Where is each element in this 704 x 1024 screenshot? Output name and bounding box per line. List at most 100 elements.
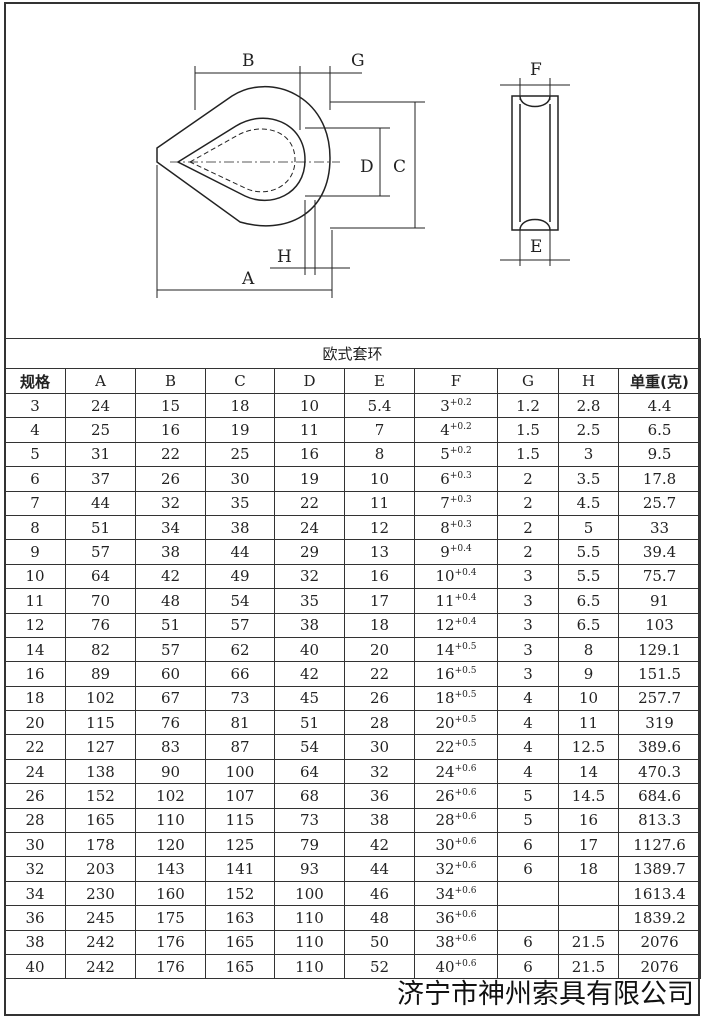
table-cell: 38 [344, 807, 415, 834]
company-name: 济宁市神州索具有限公司 [397, 979, 694, 1010]
table-cell: 102 [65, 685, 136, 712]
column-header: 单重(克) [617, 368, 702, 394]
f-tolerance: +0.2 [449, 397, 472, 408]
table-cell: 11 [344, 490, 415, 516]
f-tolerance: +0.6 [454, 836, 477, 847]
table-cell: 9 [558, 661, 619, 687]
cell-f: 4+0.2 [414, 417, 498, 443]
table-cell: 12 [344, 514, 415, 541]
table-cell: 245 [65, 905, 136, 931]
column-header: C [205, 368, 275, 394]
table-cell: 32 [344, 758, 415, 785]
f-tolerance: +0.5 [454, 739, 477, 750]
dim-label-g: G [351, 51, 365, 71]
table-cell: 76 [135, 710, 206, 736]
table-cell: 12.5 [558, 734, 619, 760]
page-border [4, 2, 700, 1016]
table-cell: 176 [135, 953, 206, 980]
table-cell: 1.5 [497, 441, 559, 468]
table-cell [558, 905, 619, 931]
dim-label-d: D [360, 157, 374, 177]
table-cell: 6 [4, 466, 66, 492]
f-base: 7 [440, 494, 450, 513]
table-cell: 26 [344, 685, 415, 712]
table-cell: 4 [497, 710, 559, 736]
table-cell: 9 [4, 539, 66, 565]
table-cell: 151.5 [617, 661, 702, 687]
cell-f: 26+0.6 [414, 783, 498, 809]
f-base: 8 [440, 518, 450, 537]
f-tolerance: +0.6 [454, 787, 477, 798]
f-tolerance: +0.6 [454, 861, 477, 872]
f-tolerance: +0.4 [454, 617, 477, 628]
f-base: 32 [435, 860, 455, 879]
table-cell: 62 [205, 636, 275, 663]
thimble-inner-outline [176, 117, 306, 202]
table-cell: 684.6 [617, 783, 702, 809]
table-cell: 40 [4, 953, 66, 980]
f-base: 5 [440, 445, 450, 464]
table-cell: 79 [274, 832, 345, 858]
table-cell: 8 [4, 514, 66, 541]
table-cell: 26 [135, 466, 206, 492]
f-tolerance: +0.4 [454, 592, 477, 603]
f-base: 30 [435, 835, 455, 854]
cell-f: 32+0.6 [414, 856, 498, 882]
table-cell: 3 [497, 636, 559, 663]
f-tolerance: +0.3 [449, 470, 472, 481]
table-cell: 6.5 [558, 588, 619, 614]
f-tolerance: +0.3 [449, 519, 472, 530]
table-cell: 14.5 [558, 783, 619, 809]
cell-f: 12+0.4 [414, 612, 498, 638]
cell-f: 28+0.6 [414, 807, 498, 834]
table-cell: 4.4 [617, 392, 702, 419]
table-cell: 3 [497, 661, 559, 687]
table-cell: 110 [274, 953, 345, 980]
table-cell: 57 [205, 612, 275, 638]
table-cell: 83 [135, 734, 206, 760]
f-tolerance: +0.6 [454, 909, 477, 920]
dim-label-c: C [393, 157, 406, 177]
table-cell: 31 [65, 441, 136, 468]
table-cell: 103 [617, 612, 702, 638]
table-cell: 13 [344, 539, 415, 565]
column-header: 规格 [4, 368, 66, 394]
thimble-outer-outline [156, 86, 331, 227]
table-cell: 9.5 [617, 441, 702, 468]
f-tolerance: +0.6 [454, 958, 477, 969]
table-cell: 49 [205, 563, 275, 590]
table-cell: 6.5 [617, 417, 702, 443]
dim-label-f: F [530, 60, 542, 80]
table-cell: 7 [4, 490, 66, 516]
table-cell: 44 [344, 856, 415, 882]
table-cell: 22 [135, 441, 206, 468]
f-base: 4 [440, 421, 450, 440]
cell-f: 18+0.5 [414, 685, 498, 712]
f-base: 11 [435, 591, 455, 610]
cell-f: 5+0.2 [414, 441, 498, 468]
table-cell: 1.2 [497, 392, 559, 419]
table-cell: 19 [274, 466, 345, 492]
table-cell: 4 [4, 417, 66, 443]
f-base: 26 [435, 786, 455, 805]
table-cell: 42 [135, 563, 206, 590]
f-base: 18 [435, 689, 455, 708]
table-cell: 1839.2 [617, 905, 702, 931]
table-cell: 1613.4 [617, 880, 702, 907]
table-cell: 152 [205, 880, 275, 907]
table-cell: 18 [558, 856, 619, 882]
f-base: 14 [435, 640, 455, 659]
table-cell: 165 [205, 953, 275, 980]
